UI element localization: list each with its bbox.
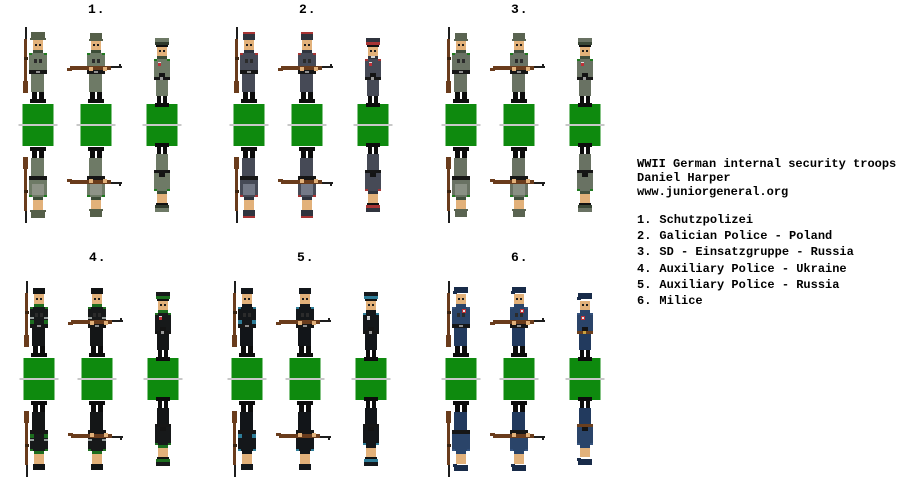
figure-rifle-at-port	[274, 20, 340, 232]
figure-officer-at-attention	[340, 20, 406, 232]
sheet-title: WWII German internal security troops	[637, 157, 897, 171]
unit-list-item: 4. Auxiliary Police - Ukraine	[637, 261, 896, 277]
unit-name: Auxiliary Police - Russia	[659, 277, 840, 292]
group-number-label: 3.	[511, 2, 529, 17]
unit-name: Milice	[659, 294, 703, 309]
figure-rifle-at-port	[486, 268, 552, 480]
figure-officer-at-attention	[338, 268, 404, 480]
fold-line	[287, 124, 326, 126]
figure-rifle-slung	[6, 268, 72, 480]
figure-rifle-slung	[214, 268, 280, 480]
unit-list-item: 3. SD - Einsatzgruppe - Russia	[637, 244, 896, 260]
figure-rifle-at-port	[63, 20, 129, 232]
fold-line	[229, 124, 268, 126]
fold-line	[142, 124, 181, 126]
unit-number: 5.	[637, 277, 652, 292]
group-number-label: 2.	[299, 2, 317, 17]
unit-number: 2.	[637, 229, 652, 244]
group-number-label: 5.	[297, 250, 315, 265]
sheet-website: www.juniorgeneral.org	[637, 185, 789, 199]
fold-line	[441, 124, 480, 126]
fold-line	[565, 124, 604, 126]
figure-rifle-at-port	[486, 20, 552, 232]
fold-line	[227, 378, 266, 380]
unit-number: 4.	[637, 261, 652, 276]
unit-group-2: 2.	[217, 0, 427, 232]
unit-list-item: 5. Auxiliary Police - Russia	[637, 277, 896, 293]
unit-list-item: 2. Galician Police - Poland	[637, 228, 896, 244]
unit-group-6: 6.	[429, 248, 639, 480]
figure-officer-at-attention	[552, 268, 618, 480]
figure-rifle-at-port	[64, 268, 130, 480]
unit-list-item: 6. Milice	[637, 293, 896, 309]
fold-line	[351, 378, 390, 380]
unit-list: 1. Schutzpolizei 2. Galician Police - Polan…	[637, 212, 896, 309]
group-number-label: 1.	[88, 2, 106, 17]
figure-rifle-slung	[428, 20, 494, 232]
unit-group-4: 4.	[7, 248, 217, 480]
figure-rifle-slung	[428, 268, 494, 480]
unit-number: 6.	[637, 294, 652, 309]
sheet-author: Daniel Harper	[637, 171, 731, 185]
info-panel: WWII German internal security troops Dan…	[637, 157, 896, 309]
fold-line	[18, 124, 57, 126]
unit-name: SD - Einsatzgruppe - Russia	[659, 245, 854, 260]
figure-officer-at-attention	[129, 20, 195, 232]
figure-officer-at-attention	[130, 268, 196, 480]
group-number-label: 4.	[89, 250, 107, 265]
unit-group-3: 3.	[429, 0, 639, 232]
unit-group-1: 1.	[6, 0, 216, 232]
figure-rifle-at-port	[272, 268, 338, 480]
unit-name: Schutzpolizei	[659, 213, 754, 227]
unit-group-5: 5.	[215, 248, 425, 480]
fold-line	[353, 124, 392, 126]
unit-number: 3.	[637, 245, 652, 260]
fold-line	[143, 378, 182, 380]
figure-rifle-slung	[216, 20, 282, 232]
group-number-label: 6.	[511, 250, 529, 265]
fold-line	[77, 378, 116, 380]
unit-list-item: 1. Schutzpolizei	[637, 212, 896, 228]
fold-line	[285, 378, 324, 380]
fold-line	[19, 378, 58, 380]
fold-line	[499, 124, 538, 126]
fold-line	[565, 378, 604, 380]
fold-line	[441, 378, 480, 380]
fold-line	[76, 124, 115, 126]
fold-line	[499, 378, 538, 380]
unit-name: Galician Police - Poland	[659, 229, 833, 244]
figure-officer-at-attention	[552, 20, 618, 232]
unit-name: Auxiliary Police - Ukraine	[659, 261, 847, 276]
unit-number: 1.	[637, 213, 652, 227]
figure-rifle-slung	[5, 20, 71, 232]
